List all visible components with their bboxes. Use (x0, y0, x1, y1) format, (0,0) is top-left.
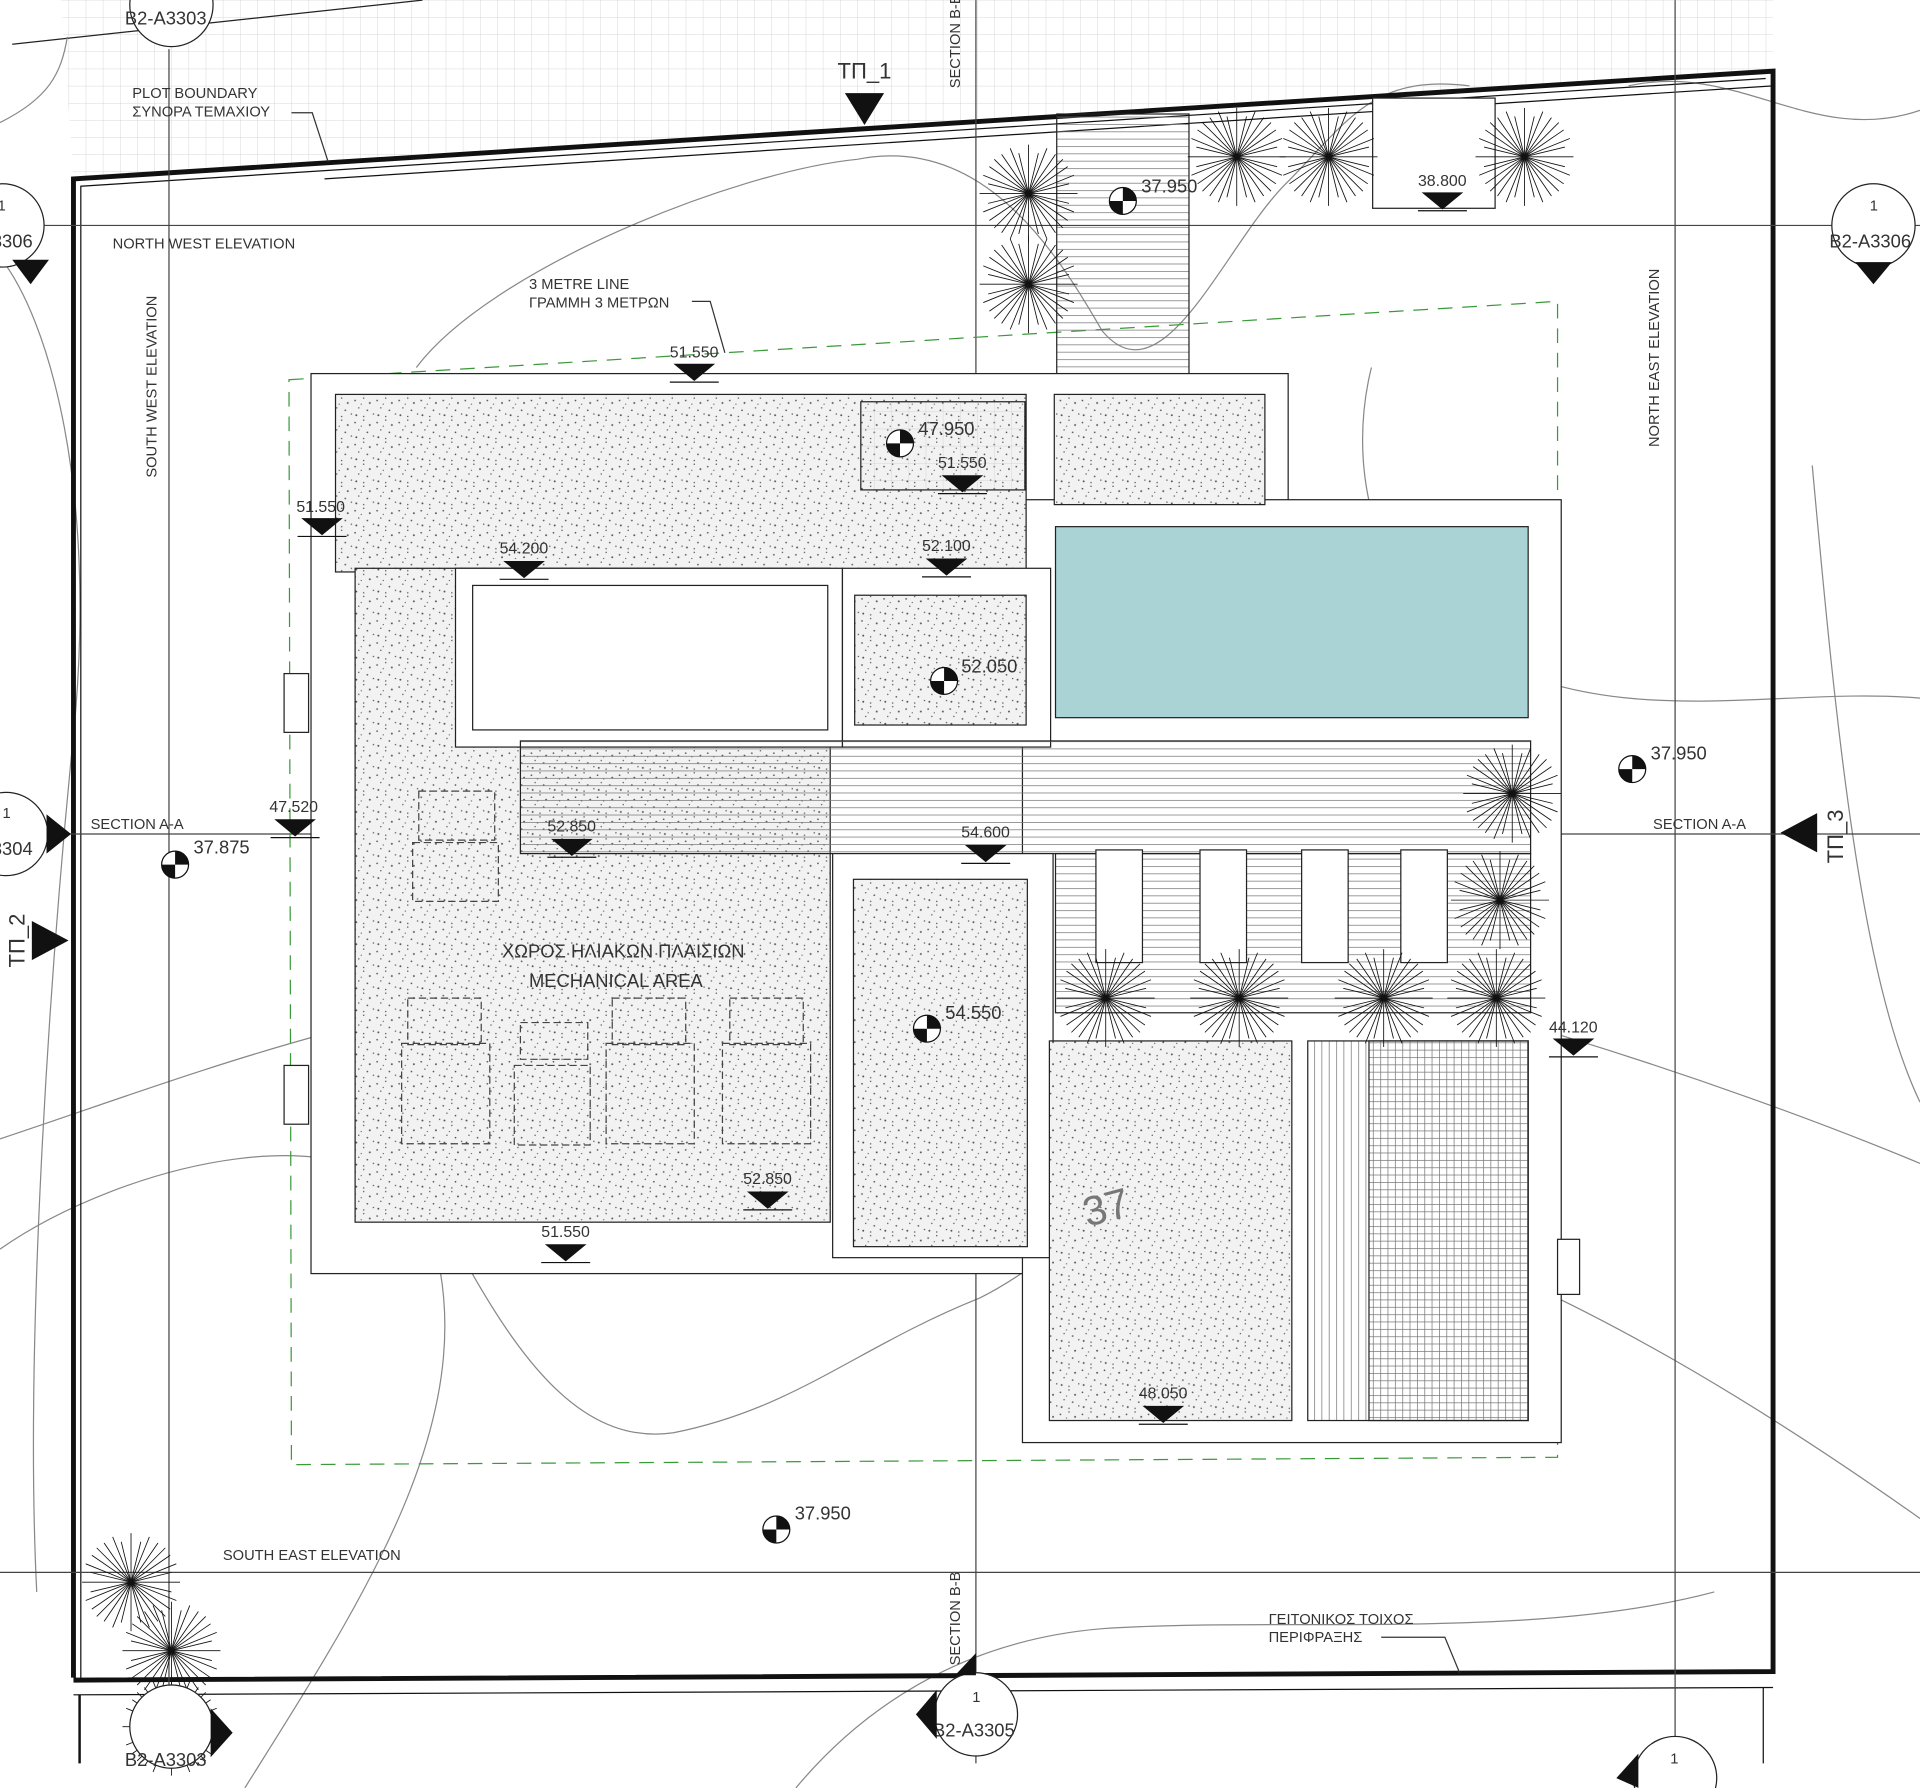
neighbour-plot-grid (61, 0, 1774, 179)
level-marker: 51.550 (540, 1224, 591, 1264)
callout-top-left[interactable]: B2-A3303 (125, 0, 214, 48)
svg-text:52.050: 52.050 (961, 655, 1017, 676)
svg-text:B2-A3303: B2-A3303 (125, 8, 207, 29)
level-marker: 52.850 (546, 819, 597, 858)
svg-text:SECTION A-A: SECTION A-A (91, 817, 184, 833)
svg-text:51.550: 51.550 (296, 499, 345, 516)
svg-text:B2-A3305: B2-A3305 (933, 1719, 1015, 1740)
mechanical-area-label: MECHANICAL AREA (529, 970, 704, 991)
svg-text:54.600: 54.600 (961, 825, 1010, 842)
svg-text:SECTION A-A: SECTION A-A (1653, 817, 1746, 833)
level-marker: 51.550 (296, 499, 348, 538)
level-marker: 52.850 (742, 1171, 793, 1211)
mechanical-area-label-gr: ΧΩΡΟΣ ΗΛΙΑΚΩΝ ΠΛΑΙΣΙΩΝ (502, 941, 744, 962)
svg-text:NORTH WEST ELEVATION: NORTH WEST ELEVATION (113, 237, 296, 253)
callout-bottom-mid[interactable]: 1B2-A3305 (915, 1653, 1019, 1757)
callout-right-top[interactable]: 1B2-A3306 (1829, 183, 1916, 285)
svg-text:ΤΠ_2: ΤΠ_2 (4, 914, 29, 968)
section-marks: ΤΠ_1 ΤΠ_2 ΤΠ_3 (4, 58, 1847, 967)
svg-text:ΤΠ_1: ΤΠ_1 (838, 58, 892, 83)
svg-text:ΣΥΝΟΡΑ ΤΕΜΑΧΙΟΥ: ΣΥΝΟΡΑ ΤΕΜΑΧΙΟΥ (132, 104, 270, 120)
level-marker: 44.120 (1548, 1019, 1599, 1058)
svg-text:37.950: 37.950 (1651, 742, 1707, 763)
callout-left-mid[interactable]: 1B2-A3304 (0, 791, 72, 877)
swimming-pool (1054, 526, 1529, 719)
level-markers: 51.550 47.950 51.550 51.550 54.200 52.10… (161, 173, 1707, 1544)
svg-text:52.850: 52.850 (743, 1171, 792, 1188)
svg-text:1: 1 (2, 806, 10, 822)
svg-text:1: 1 (1670, 1751, 1678, 1767)
svg-text:51.550: 51.550 (670, 345, 719, 362)
svg-text:37.950: 37.950 (795, 1503, 851, 1524)
level-marker: 51.550 (669, 345, 720, 383)
svg-text:37.950: 37.950 (1141, 175, 1197, 196)
callout-left-top[interactable]: 1B2-A3306 (0, 183, 49, 285)
svg-text:B2-A3306: B2-A3306 (0, 230, 33, 251)
svg-text:ΠΕΡΙΦΡΑΞΗΣ: ΠΕΡΙΦΡΑΞΗΣ (1269, 1630, 1363, 1646)
svg-text:52.100: 52.100 (922, 538, 971, 555)
level-marker: 52.100 (921, 538, 972, 578)
spot-level: 37.950 (1618, 742, 1707, 784)
svg-text:51.550: 51.550 (541, 1224, 590, 1241)
svg-text:52.850: 52.850 (547, 819, 596, 836)
svg-text:ΓΡΑΜΜΗ 3 ΜΕΤΡΩΝ: ΓΡΑΜΜΗ 3 ΜΕΤΡΩΝ (529, 295, 669, 311)
svg-text:SOUTH WEST ELEVATION: SOUTH WEST ELEVATION (145, 296, 161, 478)
spot-level: 37.950 (1108, 175, 1197, 216)
svg-text:SECTION B-B: SECTION B-B (948, 0, 964, 88)
deck (519, 740, 1532, 855)
spot-level: 37.875 (161, 837, 250, 879)
svg-text:B2-A3303: B2-A3303 (125, 1749, 207, 1770)
level-marker: 47.520 (269, 799, 321, 839)
svg-text:1: 1 (972, 1690, 980, 1706)
building-footprint (283, 372, 1581, 1444)
svg-text:SOUTH EAST ELEVATION: SOUTH EAST ELEVATION (223, 1548, 401, 1564)
svg-text:B2-A3306: B2-A3306 (1829, 230, 1911, 251)
svg-text:38.800: 38.800 (1418, 173, 1467, 190)
svg-text:54.550: 54.550 (945, 1002, 1001, 1023)
svg-text:54.200: 54.200 (500, 541, 549, 558)
level-marker: 54.600 (960, 825, 1011, 865)
level-marker: 51.550 (937, 455, 988, 495)
svg-text:47.520: 47.520 (269, 799, 318, 816)
svg-text:51.550: 51.550 (938, 455, 987, 472)
callout-bottom-right[interactable]: 1 (1616, 1735, 1718, 1788)
spot-level: 37.950 (762, 1503, 851, 1544)
setback-label: 3 METRE LINE (529, 277, 630, 293)
svg-text:48.050: 48.050 (1139, 1385, 1188, 1402)
level-marker: 54.200 (498, 541, 550, 580)
svg-text:NORTH EAST ELEVATION: NORTH EAST ELEVATION (1647, 269, 1663, 447)
spot-level: 47.950 (885, 418, 975, 458)
svg-text:ΤΠ_3: ΤΠ_3 (1823, 810, 1848, 864)
svg-text:44.120: 44.120 (1549, 1019, 1598, 1036)
plot-boundary (71, 68, 1776, 1683)
plot-boundary-label: PLOT BOUNDARY (132, 86, 257, 102)
callout-bottom-left[interactable]: B2-A3303 (125, 1684, 233, 1770)
svg-text:47.950: 47.950 (918, 418, 974, 439)
level-marker: 38.800 (1417, 173, 1468, 212)
svg-text:ΓΕΙΤΟΝΙΚΟΣ ΤΟΙΧΟΣ: ΓΕΙΤΟΝΙΚΟΣ ΤΟΙΧΟΣ (1269, 1612, 1414, 1628)
annotations: PLOT BOUNDARY ΣΥΝΟΡΑ ΤΕΜΑΧΙΟΥ 3 METRE LI… (91, 0, 1746, 1674)
svg-text:SECTION B-B: SECTION B-B (948, 1571, 964, 1665)
spot-level: 52.050 (929, 655, 1017, 696)
spot-level: 54.550 (912, 1002, 1001, 1043)
svg-text:37.875: 37.875 (193, 837, 249, 858)
level-marker: 48.050 (1138, 1385, 1189, 1425)
svg-text:B2-A3304: B2-A3304 (0, 838, 33, 859)
svg-text:1: 1 (1870, 199, 1878, 215)
svg-text:1: 1 (0, 199, 6, 215)
